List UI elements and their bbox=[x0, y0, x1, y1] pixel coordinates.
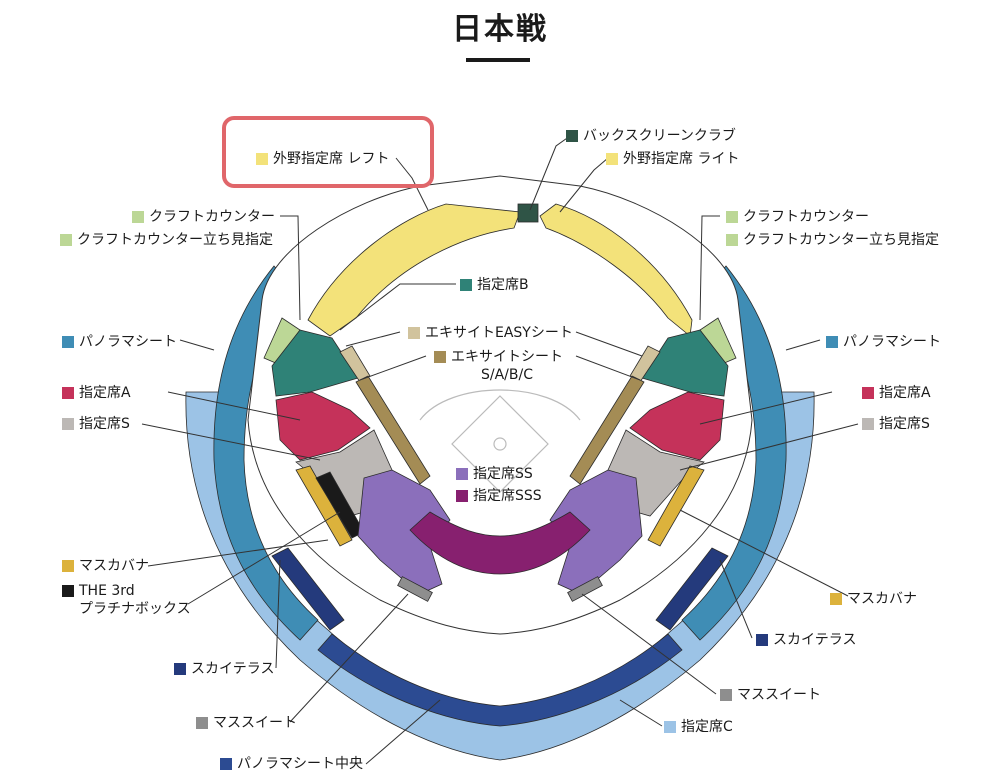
swatch-mass-suite bbox=[196, 717, 208, 729]
swatch-outfield bbox=[256, 153, 268, 165]
swatch-backscreen bbox=[566, 130, 578, 142]
label-sky-terrace-left[interactable]: スカイテラス bbox=[174, 660, 274, 678]
swatch-craft bbox=[726, 211, 738, 223]
label-mass-suite-left[interactable]: マススイート bbox=[196, 714, 297, 732]
section-outfield-right[interactable] bbox=[539, 203, 693, 337]
section-mass-suite-left[interactable] bbox=[397, 576, 433, 602]
label-craft-counter-right[interactable]: クラフトカウンター bbox=[726, 208, 869, 226]
section-shitei-b-right[interactable] bbox=[641, 329, 729, 397]
swatch-craft bbox=[60, 234, 72, 246]
swatch-shitei-a bbox=[862, 387, 874, 399]
swatch-excite bbox=[434, 351, 446, 363]
label-craft-counter-standing-left[interactable]: クラフトカウンター立ち見指定 bbox=[60, 231, 273, 249]
label-shitei-ss[interactable]: 指定席SS bbox=[456, 465, 533, 483]
swatch-shitei-s bbox=[862, 418, 874, 430]
label-shitei-s-right[interactable]: 指定席S bbox=[862, 415, 930, 433]
label-shitei-sss[interactable]: 指定席SSS bbox=[456, 487, 542, 505]
label-craft-counter-left[interactable]: クラフトカウンター bbox=[132, 208, 275, 226]
leader-lines bbox=[141, 135, 859, 765]
swatch-shitei-a bbox=[62, 387, 74, 399]
label-shitei-a-left[interactable]: 指定席A bbox=[62, 384, 131, 402]
swatch-shitei-b bbox=[460, 279, 472, 291]
label-backscreen-club[interactable]: バックスクリーンクラブ bbox=[566, 127, 736, 145]
section-outfield-left[interactable] bbox=[307, 203, 521, 337]
label-panorama-left[interactable]: パノラマシート bbox=[62, 333, 177, 351]
label-outfield-right[interactable]: 外野指定席 ライト bbox=[606, 150, 739, 168]
label-shitei-b[interactable]: 指定席B bbox=[460, 276, 529, 294]
section-backscreen-club[interactable] bbox=[517, 203, 539, 223]
section-panorama-center[interactable] bbox=[317, 633, 683, 727]
swatch-shitei-s bbox=[62, 418, 74, 430]
swatch-excite-easy bbox=[408, 327, 420, 339]
section-excite-left[interactable] bbox=[355, 375, 431, 485]
swatch-outfield bbox=[606, 153, 618, 165]
swatch-panorama-center bbox=[220, 758, 232, 770]
label-excite-easy[interactable]: エキサイトEASYシート bbox=[408, 324, 573, 342]
swatch-craft bbox=[132, 211, 144, 223]
swatch-shitei-c bbox=[664, 721, 676, 733]
title-underline bbox=[466, 58, 530, 62]
label-shitei-s-left[interactable]: 指定席S bbox=[62, 415, 130, 433]
section-shitei-ss-right[interactable] bbox=[549, 469, 643, 595]
swatch-shitei-ss bbox=[456, 468, 468, 480]
label-shitei-a-right[interactable]: 指定席A bbox=[862, 384, 931, 402]
highlight-frame bbox=[222, 116, 434, 188]
section-sky-terrace-left[interactable] bbox=[271, 547, 345, 631]
pitcher-mound bbox=[493, 437, 507, 451]
swatch-sky-terrace bbox=[756, 634, 768, 646]
section-shitei-sss[interactable] bbox=[409, 511, 591, 575]
section-shitei-b-left[interactable] bbox=[271, 329, 359, 397]
label-mascabana-left[interactable]: マスカバナ bbox=[62, 557, 149, 575]
label-sky-terrace-right[interactable]: スカイテラス bbox=[756, 631, 856, 649]
label-outfield-left[interactable]: 外野指定席 レフト bbox=[256, 150, 389, 168]
section-shitei-ss-left[interactable] bbox=[357, 469, 451, 595]
swatch-shitei-sss bbox=[456, 490, 468, 502]
label-platinum-box[interactable]: THE 3rd プラチナボックス bbox=[62, 582, 191, 618]
label-panorama-right[interactable]: パノラマシート bbox=[826, 333, 941, 351]
swatch-mascabana bbox=[830, 593, 842, 605]
swatch-panorama bbox=[826, 336, 838, 348]
label-craft-counter-standing-right[interactable]: クラフトカウンター立ち見指定 bbox=[726, 231, 939, 249]
section-mass-suite-right[interactable] bbox=[567, 576, 603, 602]
section-mascabana-right[interactable] bbox=[647, 465, 705, 547]
section-panorama-left[interactable] bbox=[213, 265, 319, 641]
swatch-sky-terrace bbox=[174, 663, 186, 675]
swatch-mass-suite bbox=[720, 689, 732, 701]
section-shitei-a-right[interactable] bbox=[629, 391, 725, 461]
label-shitei-c[interactable]: 指定席C bbox=[664, 718, 733, 736]
swatch-mascabana bbox=[62, 560, 74, 572]
label-excite-sheet[interactable]: エキサイトシート S/A/B/C bbox=[434, 348, 563, 384]
section-panorama-right[interactable] bbox=[681, 265, 787, 641]
section-shitei-a-left[interactable] bbox=[275, 391, 371, 461]
label-mascabana-right[interactable]: マスカバナ bbox=[830, 590, 917, 608]
label-panorama-center[interactable]: パノラマシート中央 bbox=[220, 755, 363, 773]
page-title: 日本戦 bbox=[452, 12, 548, 47]
baseball-diamond bbox=[419, 389, 581, 493]
label-mass-suite-right[interactable]: マススイート bbox=[720, 686, 821, 704]
swatch-panorama bbox=[62, 336, 74, 348]
section-sky-terrace-right[interactable] bbox=[655, 547, 729, 631]
swatch-craft bbox=[726, 234, 738, 246]
swatch-platinum bbox=[62, 585, 74, 597]
